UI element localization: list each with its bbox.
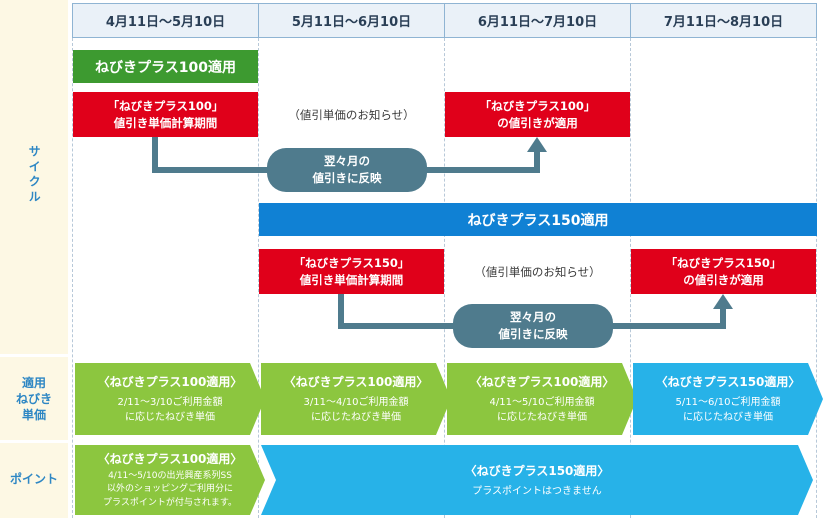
row-label-rate: 適用 ねびき 単価 (15, 375, 52, 423)
column-guide (258, 38, 259, 518)
discount-applied-box-100: 「ねびきプラス100」 の値引きが適用 (445, 92, 630, 137)
side-label-column (0, 0, 68, 518)
row-divider (0, 354, 68, 357)
box-line: 「ねびきプラス150」 (665, 255, 782, 270)
rate-chevron-2: 〈ねびきプラス100適用〉 3/11〜4/10ご利用金額 に応じたねびき単価 (261, 363, 451, 435)
column-guide (72, 38, 73, 518)
box-line: 「ねびきプラス100」 (479, 98, 596, 113)
box-line: 値引き単価計算期間 (299, 272, 404, 287)
reflect-pill-100: 翌々月の 値引きに反映 (267, 148, 427, 192)
period-header-4: 7月11日〜8月10日 (630, 3, 817, 38)
pill-line: 翌々月の (324, 153, 370, 168)
period-header-3: 6月11日〜7月10日 (444, 3, 631, 38)
rate-title: 〈ねびきプラス100適用〉 (283, 375, 429, 389)
arrowhead-100 (527, 137, 547, 152)
calc-period-box-150: 「ねびきプラス150」 値引き単価計算期間 (259, 249, 444, 294)
rate-title: 〈ねびきプラス150適用〉 (655, 375, 801, 389)
points-desc: プラスポイントはつきません (472, 485, 602, 497)
rate-chevron-4: 〈ねびきプラス150適用〉 5/11〜6/10ご利用金額 に応じたねびき単価 (633, 363, 823, 435)
points-title: 〈ねびきプラス100適用〉 (97, 452, 243, 467)
rate-chevron-1: 〈ねびきプラス100適用〉 2/11〜3/10ご利用金額 に応じたねびき単価 (75, 363, 265, 435)
box-line: 「ねびきプラス150」 (293, 255, 410, 270)
period-header-1: 4月11日〜5月10日 (72, 3, 259, 38)
banner-label: ねびきプラス100適用 (95, 59, 236, 76)
pill-line: 翌々月の (510, 309, 556, 324)
points-desc: 4/11〜5/10の出光興産系列SS 以外のショッピングご利用分に プラスポイン… (103, 471, 237, 508)
box-line: 「ねびきプラス100」 (107, 98, 224, 113)
pill-line: 値引きに反映 (498, 327, 568, 341)
column-guide (816, 38, 817, 518)
reflect-pill-150: 翌々月の 値引きに反映 (453, 304, 613, 348)
box-line: の値引きが適用 (683, 272, 764, 287)
rate-desc: 3/11〜4/10ご利用金額 に応じたねびき単価 (303, 397, 409, 423)
row-label-points: ポイント (9, 471, 58, 486)
banner-label: ねびきプラス150適用 (467, 212, 609, 229)
pill-line: 値引きに反映 (312, 171, 382, 185)
rate-desc: 2/11〜3/10ご利用金額 に応じたねびき単価 (117, 397, 223, 423)
rate-chevron-3: 〈ねびきプラス100適用〉 4/11〜5/10ご利用金額 に応じたねびき単価 (447, 363, 637, 435)
banner-nebiki-150: ねびきプラス150適用 (259, 203, 817, 236)
discount-applied-box-150: 「ねびきプラス150」 の値引きが適用 (631, 249, 816, 294)
period-header-2: 5月11日〜6月10日 (258, 3, 445, 38)
points-chevron-150: 〈ねびきプラス150適用〉 プラスポイントはつきません (261, 445, 813, 515)
row-label-cycle: サイクル (27, 145, 42, 205)
points-title: 〈ねびきプラス150適用〉 (464, 463, 610, 478)
box-line: の値引きが適用 (497, 115, 578, 130)
rate-desc: 5/11〜6/10ご利用金額 に応じたねびき単価 (675, 397, 781, 423)
rate-title: 〈ねびきプラス100適用〉 (469, 375, 615, 389)
row-divider (0, 440, 68, 443)
points-chevron-100: 〈ねびきプラス100適用〉 4/11〜5/10の出光興産系列SS 以外のショッピ… (75, 445, 265, 515)
box-line: 値引き単価計算期間 (113, 115, 218, 130)
arrowhead-150 (713, 294, 733, 309)
calc-period-box-100: 「ねびきプラス100」 値引き単価計算期間 (73, 92, 258, 137)
rate-desc: 4/11〜5/10ご利用金額 に応じたねびき単価 (489, 397, 595, 423)
price-notice-100: （値引単価のお知らせ） (288, 108, 415, 122)
column-guide (630, 38, 631, 518)
rate-title: 〈ねびきプラス100適用〉 (97, 375, 243, 389)
column-guide (444, 38, 445, 518)
price-notice-150: （値引単価のお知らせ） (474, 265, 601, 279)
banner-nebiki-100: ねびきプラス100適用 (73, 50, 258, 83)
